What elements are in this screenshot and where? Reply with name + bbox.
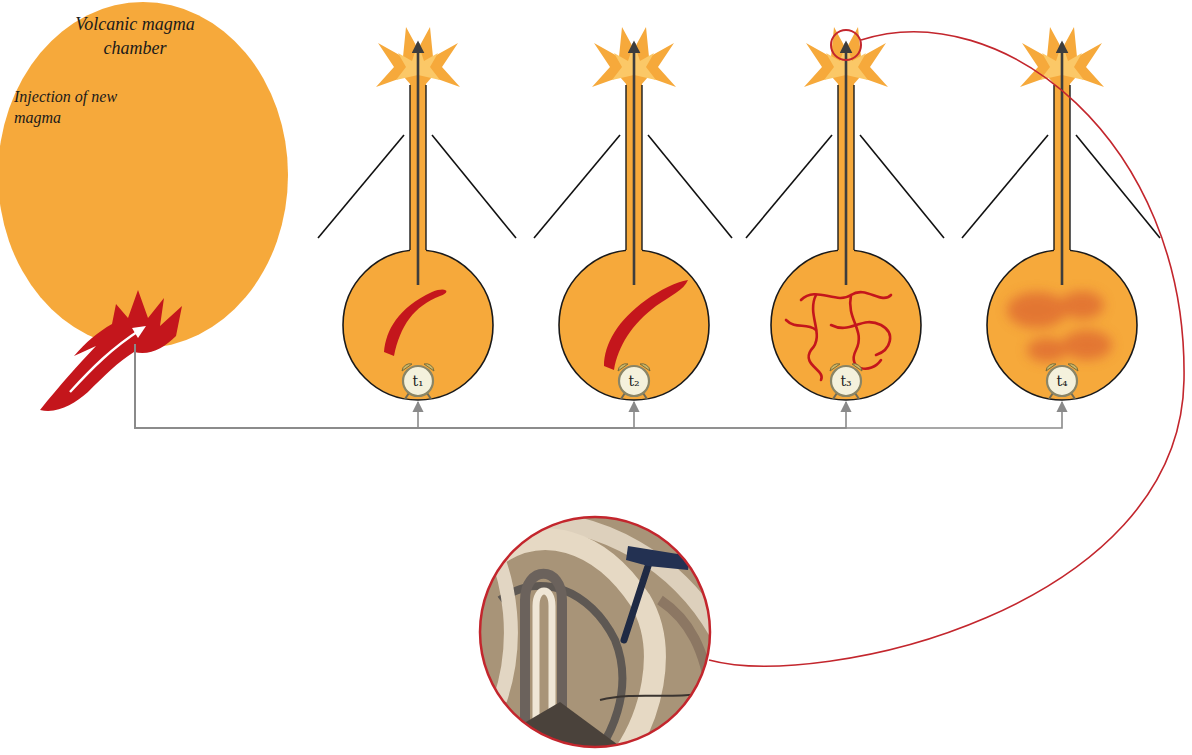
hammer-head	[626, 546, 690, 570]
magma-streak	[604, 280, 688, 370]
volcano	[318, 27, 516, 400]
diffuse-patch	[1060, 291, 1104, 319]
time-label: t₄	[1043, 373, 1081, 389]
timeline-connector	[135, 344, 418, 428]
diffuse-patch	[1007, 292, 1067, 328]
timeline-connector	[135, 344, 634, 428]
new-magma-injection	[40, 290, 182, 411]
volcano	[962, 27, 1160, 400]
alarm-clock: t₂	[615, 358, 653, 400]
diffuse-patch	[1062, 330, 1112, 360]
magma-filament	[786, 320, 816, 330]
photo-frame	[480, 517, 710, 747]
rock-band	[660, 600, 712, 700]
chamber-fill	[0, 2, 288, 348]
fold-band	[525, 574, 562, 725]
volcano	[534, 27, 732, 400]
magma-filament	[850, 295, 881, 369]
injection-arrow	[70, 330, 140, 392]
fold-band	[536, 591, 552, 725]
injection-arrowhead	[132, 326, 146, 338]
alarm-clock: t₁	[399, 358, 437, 400]
alarm-clock: t₃	[827, 358, 865, 400]
rock-shadow	[478, 702, 625, 750]
magma-chamber: Volcanic magma chamberInjection of new m…	[0, 2, 288, 348]
hammer-handle	[624, 560, 650, 640]
injection-label: Injection of new magma	[14, 86, 138, 128]
magma-filament	[809, 295, 822, 380]
highlight-circle	[831, 30, 861, 60]
timeline-connector	[135, 344, 846, 428]
timeline-connector	[135, 344, 1062, 428]
alarm-clock: t₄	[1043, 358, 1081, 400]
edge-layer	[135, 344, 1062, 428]
rock-band	[490, 540, 511, 700]
time-label: t₃	[827, 373, 865, 389]
time-label: t₂	[615, 373, 653, 389]
outcrop-photo	[478, 515, 722, 755]
diffuse-magma	[1007, 291, 1112, 362]
volcano	[746, 27, 944, 400]
time-label: t₁	[399, 373, 437, 389]
chamber-label: Volcanic magma chamber	[60, 12, 210, 60]
diffuse-patch	[1027, 338, 1067, 362]
rock-crack	[600, 690, 712, 700]
magma-blob	[384, 289, 446, 356]
magma-filament	[831, 322, 890, 355]
leader-line	[709, 32, 1184, 666]
